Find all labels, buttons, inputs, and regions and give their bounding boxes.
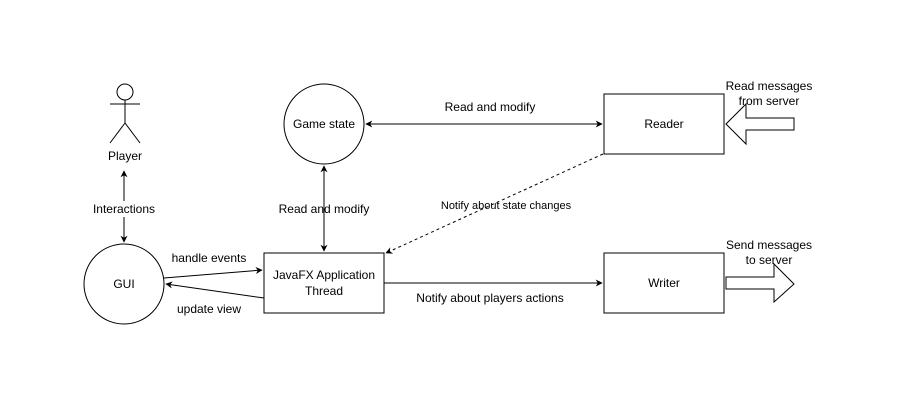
player-label: Player <box>108 149 142 163</box>
game-state-node <box>283 83 365 165</box>
writer-node <box>603 252 725 314</box>
update-view-label: update view <box>177 302 241 316</box>
notify-state-edge <box>385 153 604 254</box>
handle-events-edge <box>163 267 263 279</box>
read-modify-vertical-label: Read and modify <box>279 202 370 216</box>
game-state-label: Game state <box>293 117 355 131</box>
reader-label: Reader <box>644 117 683 131</box>
read-modify-top-label: Read and modify <box>445 100 536 114</box>
reader-node <box>603 93 725 155</box>
notify-state-label: Notify about state changes <box>441 200 572 212</box>
player-actor <box>109 83 141 144</box>
javafx-thread-label-line1: JavaFX Application <box>273 268 375 282</box>
writer-label: Writer <box>648 276 680 290</box>
read-messages-label-line1: Read messages <box>726 79 813 93</box>
javafx-thread-label-line2: Thread <box>305 284 343 298</box>
update-view-edge <box>165 281 265 299</box>
javafx-thread-node <box>263 252 385 314</box>
handle-events-label: handle events <box>172 251 247 265</box>
gui-label: GUI <box>113 277 134 291</box>
read-messages-label-line2: from server <box>739 94 800 108</box>
gui-node <box>83 243 165 325</box>
send-messages-arrow <box>725 262 795 304</box>
send-messages-label-line1: Send messages <box>726 238 812 252</box>
read-messages-arrow <box>725 102 795 146</box>
notify-players-label: Notify about players actions <box>416 291 563 305</box>
send-messages-label-line2: to server <box>746 253 793 267</box>
interactions-label-bg <box>88 201 160 217</box>
interactions-label: Interactions <box>93 202 155 216</box>
